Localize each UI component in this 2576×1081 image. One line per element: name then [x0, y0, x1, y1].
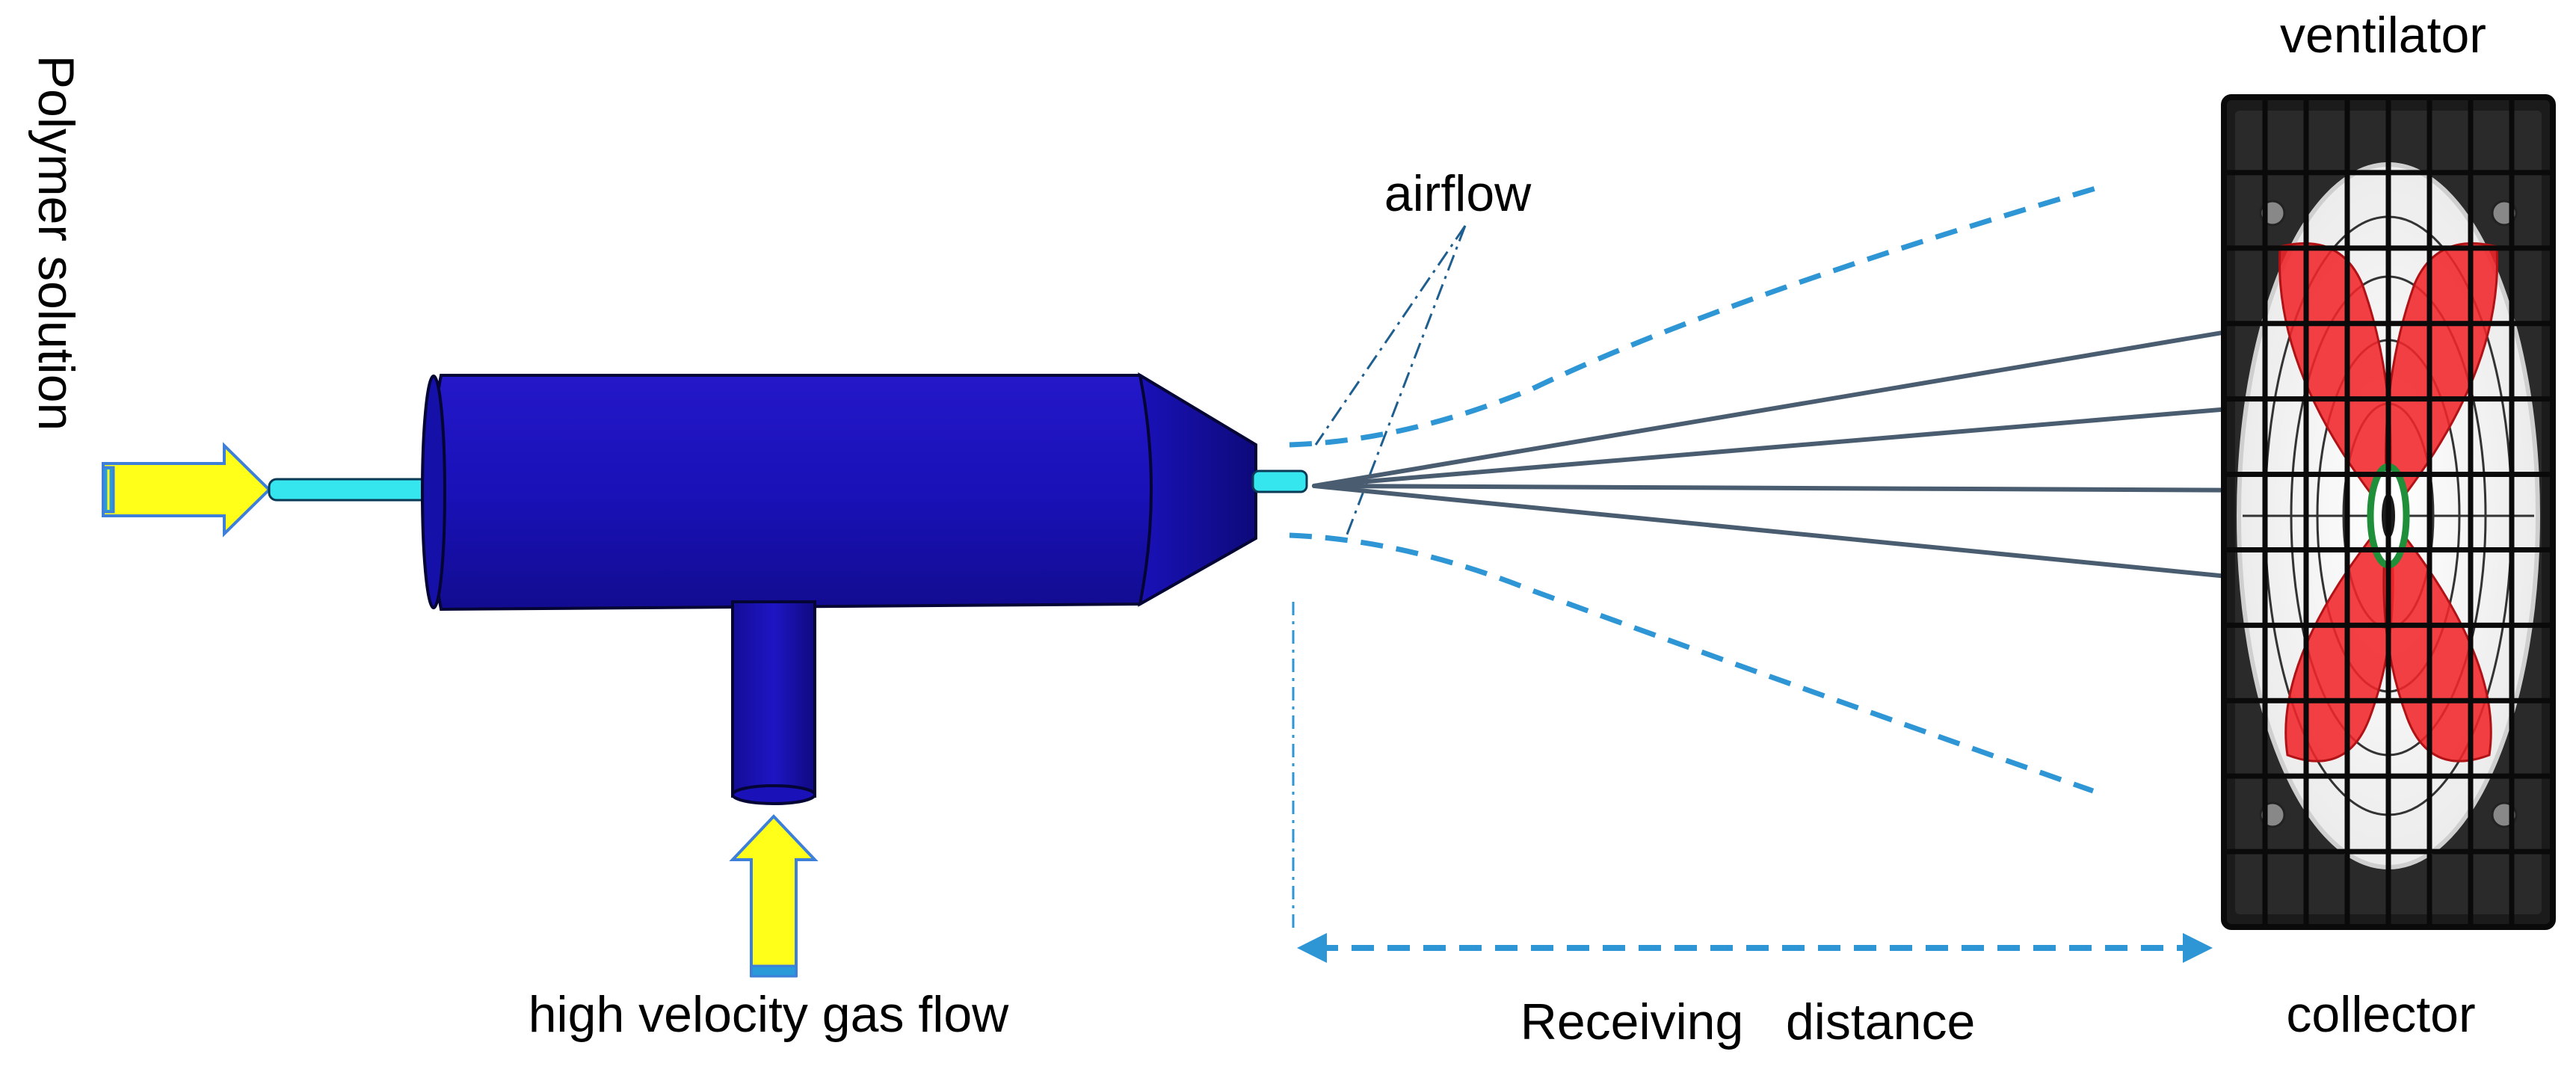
double-arrow-icon	[1297, 933, 2213, 963]
gas-inlet-pipe	[731, 600, 816, 805]
high-velocity-gas-flow-label: high velocity gas flow	[529, 986, 1009, 1043]
receiving-distance-label: Receiving distance	[1520, 994, 1976, 1050]
ventilator-label: ventilator	[2280, 7, 2486, 64]
airflow-pointer-lines	[1314, 225, 1467, 539]
polymer-solution-label: Polymer solution	[28, 55, 84, 431]
feed-needle	[268, 478, 431, 502]
fan-icon	[2221, 94, 2556, 930]
airflow-envelope	[1289, 184, 2101, 794]
arrow-up-icon	[729, 814, 819, 978]
collector-label: collector	[2286, 986, 2475, 1043]
airflow-label: airflow	[1384, 165, 1532, 222]
arrow-right-icon	[102, 442, 271, 538]
output-nozzle	[1251, 469, 1308, 493]
spinneret-body	[421, 372, 1257, 612]
fiber-jets	[1312, 321, 2297, 585]
